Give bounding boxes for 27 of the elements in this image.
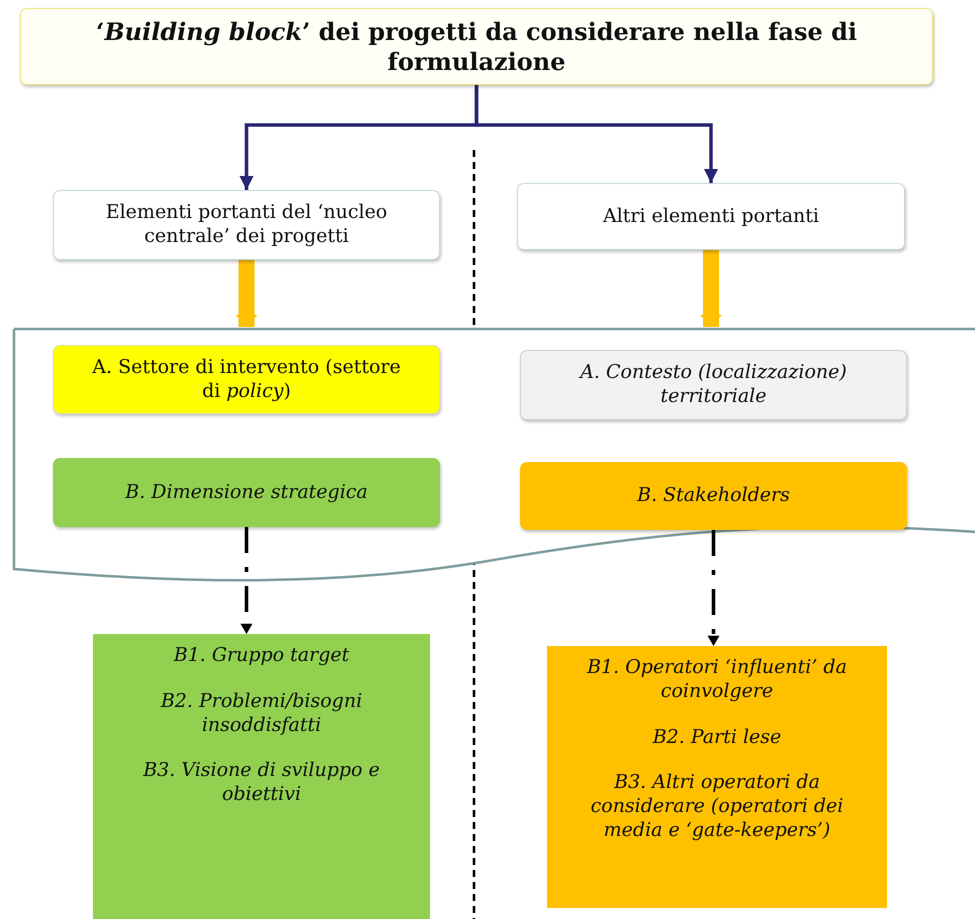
box-text: A. Contesto (localizzazione) territoriale xyxy=(578,361,848,409)
box-text: B2. Parti lese xyxy=(652,726,782,750)
arrow xyxy=(236,260,258,327)
title-text: ‘Building block’ dei progetti da considerare nella fase di formulazione xyxy=(94,16,858,76)
list-box xyxy=(547,646,887,908)
list-box xyxy=(93,634,430,919)
rounded-box xyxy=(520,462,907,530)
rounded-box xyxy=(520,350,907,420)
rounded-box xyxy=(517,183,905,250)
box-text: B. Dimensione strategica xyxy=(124,480,369,504)
arrow xyxy=(708,530,720,646)
box-text: B1. Operatori ‘influenti’ da coinvolgere xyxy=(586,656,848,704)
box-text: B3. Visione di sviluppo e obiettivi xyxy=(142,759,381,807)
box-text: B2. Problemi/bisogni insoddisfatti xyxy=(160,690,364,738)
arrow xyxy=(474,85,718,183)
box-text: A. Settore di intervento (settore di policy) xyxy=(91,356,402,404)
rounded-box xyxy=(53,345,440,414)
arrow xyxy=(700,250,722,327)
title-box xyxy=(20,8,933,85)
rounded-box xyxy=(53,458,440,527)
rounded-box xyxy=(53,190,440,260)
arrow xyxy=(240,527,252,634)
box-text: B. Stakeholders xyxy=(636,484,791,508)
box-text: Altri elementi portanti xyxy=(602,204,820,228)
box-text: B1. Gruppo target xyxy=(172,644,350,668)
box-text: B3. Altri operatori da considerare (operatori dei media e ‘gate-keepers’) xyxy=(590,771,844,842)
box-text: Elementi portanti del ‘nucleo centrale’ dei progetti xyxy=(104,201,388,249)
